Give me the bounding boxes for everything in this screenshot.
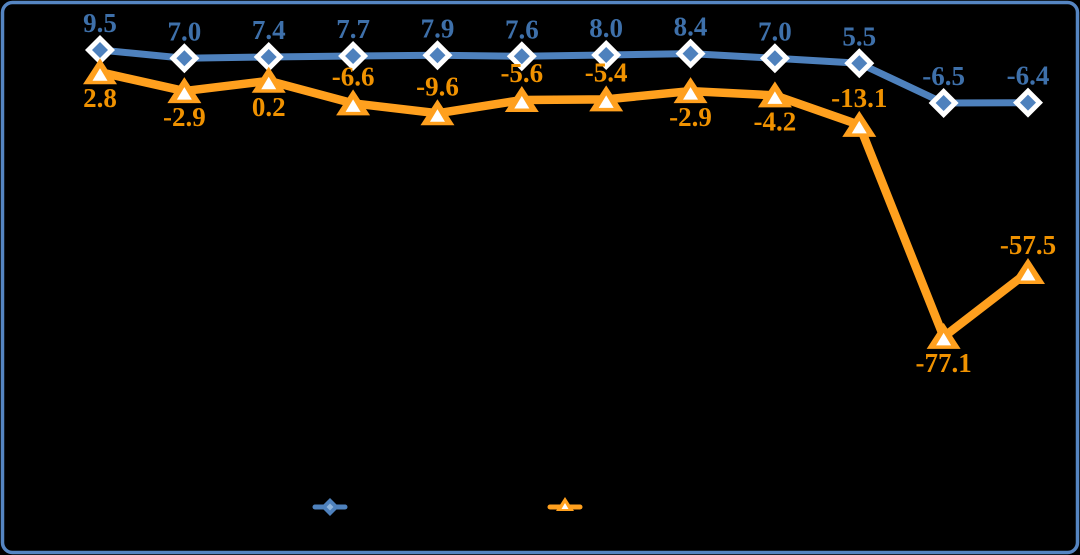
data-label: 7.9 bbox=[421, 13, 455, 43]
data-label: 9.5 bbox=[83, 8, 117, 38]
data-label: 7.0 bbox=[167, 16, 201, 46]
triangle-marker-core bbox=[92, 68, 108, 81]
diamond-marker-core bbox=[598, 46, 615, 63]
data-label: -57.5 bbox=[1000, 230, 1056, 260]
diamond-marker-core bbox=[260, 48, 277, 65]
data-label: 7.6 bbox=[505, 14, 539, 44]
diamond-marker-core bbox=[935, 95, 952, 112]
data-label: -5.6 bbox=[500, 58, 543, 88]
diamond-marker-core bbox=[1019, 94, 1036, 111]
data-label: -6.4 bbox=[1007, 61, 1050, 91]
data-label: -2.9 bbox=[163, 102, 206, 132]
triangle-marker-core bbox=[767, 91, 783, 104]
diamond-marker-core bbox=[429, 47, 446, 64]
diamond-marker-core bbox=[92, 42, 108, 59]
legend-diamond-icon-core bbox=[326, 503, 334, 511]
diamond-marker-core bbox=[682, 45, 699, 62]
orange-triangle-series-labels: 2.8 -2.9 0.2 -6.6 -9.6 -5.6 -5.4 -2.9 -4.2 -13.1 -… bbox=[83, 57, 1056, 378]
diamond-marker-core bbox=[176, 50, 193, 67]
triangle-marker-core bbox=[176, 87, 192, 100]
data-label: 0.2 bbox=[252, 92, 286, 122]
triangle-marker-core bbox=[345, 99, 361, 112]
triangle-marker-core bbox=[514, 96, 530, 109]
data-label: -2.9 bbox=[669, 102, 712, 132]
data-label: -4.2 bbox=[754, 106, 797, 136]
data-label: 7.7 bbox=[336, 14, 370, 44]
triangle-marker-core bbox=[936, 332, 952, 346]
data-label: 7.0 bbox=[758, 16, 792, 46]
triangle-marker-core bbox=[598, 95, 614, 108]
data-label: 8.4 bbox=[674, 12, 708, 42]
diamond-marker-core bbox=[766, 50, 783, 67]
orange-triangle-series-line bbox=[95, 67, 1033, 342]
triangle-marker-core bbox=[261, 76, 277, 90]
legend bbox=[312, 497, 583, 516]
triangle-marker-core bbox=[429, 109, 445, 122]
legend-item-blue bbox=[312, 498, 348, 516]
diamond-marker-core bbox=[851, 55, 868, 72]
blue-diamond-series-labels: 9.5 7.0 7.4 7.7 7.9 7.6 8.0 8.4 7.0 5.5 -6.5 -6.4 bbox=[83, 8, 1049, 91]
data-label: -5.4 bbox=[585, 57, 628, 87]
legend-triangle-icon-core bbox=[561, 503, 569, 509]
data-label: -77.1 bbox=[916, 348, 972, 378]
blue-diamond-series-group bbox=[85, 35, 1043, 119]
data-label: 7.4 bbox=[252, 15, 286, 45]
triangle-marker-core bbox=[683, 87, 699, 100]
diamond-marker-core bbox=[345, 47, 362, 64]
data-label: 8.0 bbox=[589, 13, 623, 43]
data-label: -9.6 bbox=[416, 71, 459, 101]
data-label: -13.1 bbox=[831, 83, 887, 113]
legend-item-orange bbox=[547, 497, 583, 511]
data-label: 5.5 bbox=[842, 21, 876, 51]
data-label: 2.8 bbox=[83, 83, 117, 113]
triangle-marker-core bbox=[851, 120, 867, 134]
triangle-marker-core bbox=[1020, 267, 1036, 281]
diamond-marker-core bbox=[513, 48, 530, 65]
data-label: -6.5 bbox=[922, 61, 965, 91]
orange-triangle-series-group bbox=[83, 58, 1045, 349]
data-label: -6.6 bbox=[332, 61, 375, 91]
